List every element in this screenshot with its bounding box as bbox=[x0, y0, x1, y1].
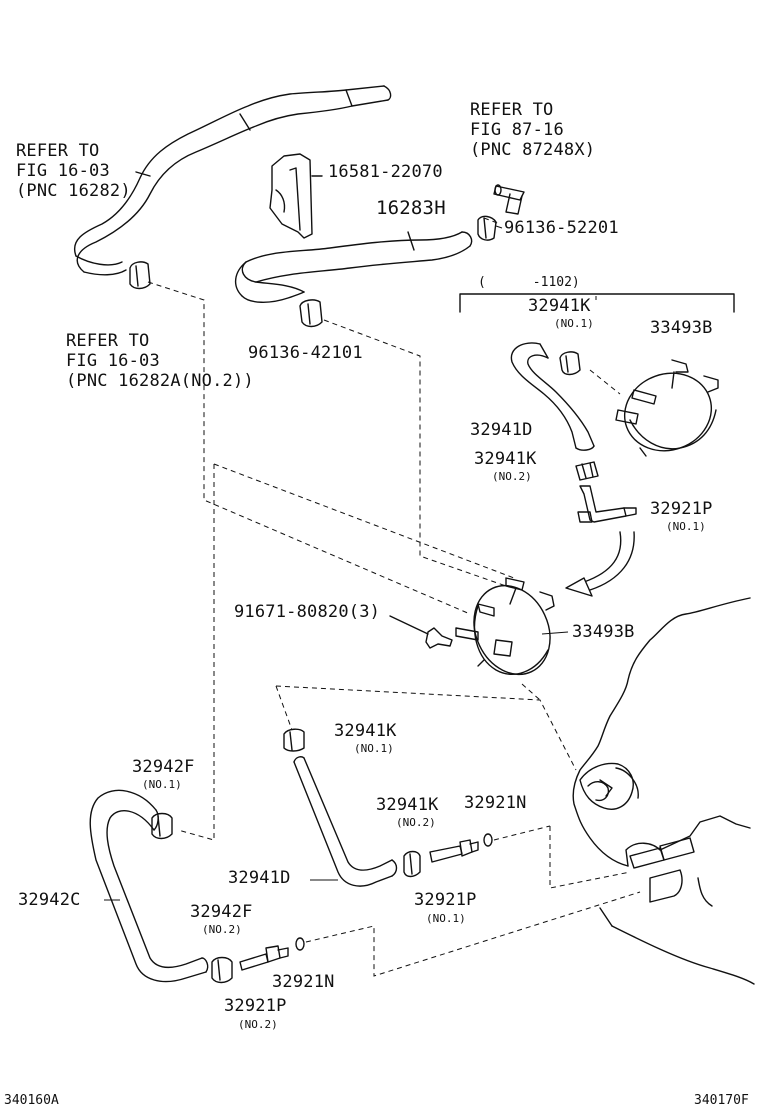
clamp-32941K-lower bbox=[283, 728, 305, 752]
hose-32941D-lower bbox=[293, 756, 398, 887]
ref-fig16-no2-line3: (PNC 16282A(NO.2)) bbox=[66, 371, 254, 391]
part-32942C: 32942C bbox=[18, 890, 81, 910]
part-32941K-lower: 32941K bbox=[334, 721, 397, 741]
filter-33493B-upper bbox=[615, 359, 719, 457]
part-32941K-lower-sub: (NO.1) bbox=[354, 742, 394, 755]
ref-fig87-line1: REFER TO bbox=[470, 100, 554, 120]
clamp-96136-52201 bbox=[477, 215, 497, 241]
part-32921P-lower: 32921P bbox=[414, 890, 477, 910]
filter-33493B-lower bbox=[455, 577, 555, 676]
part-32921P-upper: 32921P bbox=[650, 499, 713, 519]
part-33493B-upper: 33493B bbox=[650, 318, 713, 338]
part-32921N-a: 32921N bbox=[464, 793, 527, 813]
clamp-32941K-lower-no2 bbox=[403, 850, 421, 878]
ref-fig16-no2-line1: REFER TO bbox=[66, 331, 150, 351]
part-32921P-no2: 32921P bbox=[224, 996, 287, 1016]
part-32942F-no1: 32942F bbox=[132, 757, 195, 777]
part-33493B-lower: 33493B bbox=[572, 622, 635, 642]
pipe-32921P-lower bbox=[429, 839, 479, 863]
clamp-32941K-no2 bbox=[575, 461, 599, 481]
bolt-91671 bbox=[389, 615, 453, 649]
part-32921P-no2-sub: (NO.2) bbox=[238, 1018, 278, 1031]
part-32942F-no1-sub: (NO.1) bbox=[142, 778, 182, 791]
clamp-96136-42101 bbox=[299, 299, 323, 328]
part-32941K-no2-sub: (NO.2) bbox=[492, 470, 532, 483]
ref-fig87-line3: (PNC 87248X) bbox=[470, 140, 596, 160]
part-32921P-upper-sub: (NO.1) bbox=[666, 520, 706, 533]
part-16581: 16581-22070 bbox=[328, 162, 443, 182]
flow-arrow bbox=[565, 531, 635, 597]
range-bracket bbox=[459, 293, 735, 313]
clamp-32941K-upper bbox=[559, 351, 581, 376]
oring-32921N-a bbox=[483, 833, 493, 847]
part-96136-52201: 96136-52201 bbox=[504, 218, 619, 238]
hose-32942C bbox=[89, 789, 209, 983]
part-32941K-no2: 32941K bbox=[474, 449, 537, 469]
part-32942F-no2-sub: (NO.2) bbox=[202, 923, 242, 936]
part-32921N-b: 32921N bbox=[272, 972, 335, 992]
part-91671: 91671-80820(3) bbox=[234, 602, 381, 622]
hose-upper-left bbox=[73, 85, 392, 276]
clamp-32942F-no2 bbox=[211, 956, 233, 984]
engine-outline bbox=[572, 597, 755, 985]
part-16283H: 16283H bbox=[376, 197, 446, 219]
footer-left-code: 340160A bbox=[4, 1093, 59, 1108]
pipe-32921P-no2 bbox=[239, 945, 289, 971]
clamp-32942F-no1 bbox=[151, 812, 173, 840]
ref-fig16-top-line3: (PNC 16282) bbox=[16, 181, 131, 201]
bracket-16581 bbox=[269, 153, 323, 239]
part-32941K-upper: 32941K bbox=[528, 296, 591, 316]
ref-fig16-no2-line2: FIG 16-03 bbox=[66, 351, 160, 371]
part-32941K-lower-no2-sub: (NO.2) bbox=[396, 816, 436, 829]
ref-fig16-top-line2: FIG 16-03 bbox=[16, 161, 110, 181]
oring-32921N-b bbox=[295, 937, 305, 951]
part-96136-42101: 96136-42101 bbox=[248, 343, 363, 363]
hose-32941D-upper bbox=[510, 342, 595, 451]
part-32921P-lower-sub: (NO.1) bbox=[426, 912, 466, 925]
part-32942F-no2: 32942F bbox=[190, 902, 253, 922]
footer-right-code: 340170F bbox=[694, 1093, 749, 1108]
ref-fig16-top-line1: REFER TO bbox=[16, 141, 100, 161]
pipe-32921P-upper bbox=[577, 485, 637, 523]
pipe-87248X bbox=[493, 184, 525, 215]
hose-16283H bbox=[235, 231, 473, 303]
ref-fig87-line2: FIG 87-16 bbox=[470, 120, 564, 140]
part-32941D-upper: 32941D bbox=[470, 420, 533, 440]
part-32941K-lower-no2: 32941K bbox=[376, 795, 439, 815]
part-32941D-lower: 32941D bbox=[228, 868, 291, 888]
bracket-range-label: ( -1102) bbox=[478, 275, 580, 290]
clamp-96136-a bbox=[129, 261, 151, 290]
part-32941K-upper-sub: (NO.1) bbox=[554, 317, 594, 330]
